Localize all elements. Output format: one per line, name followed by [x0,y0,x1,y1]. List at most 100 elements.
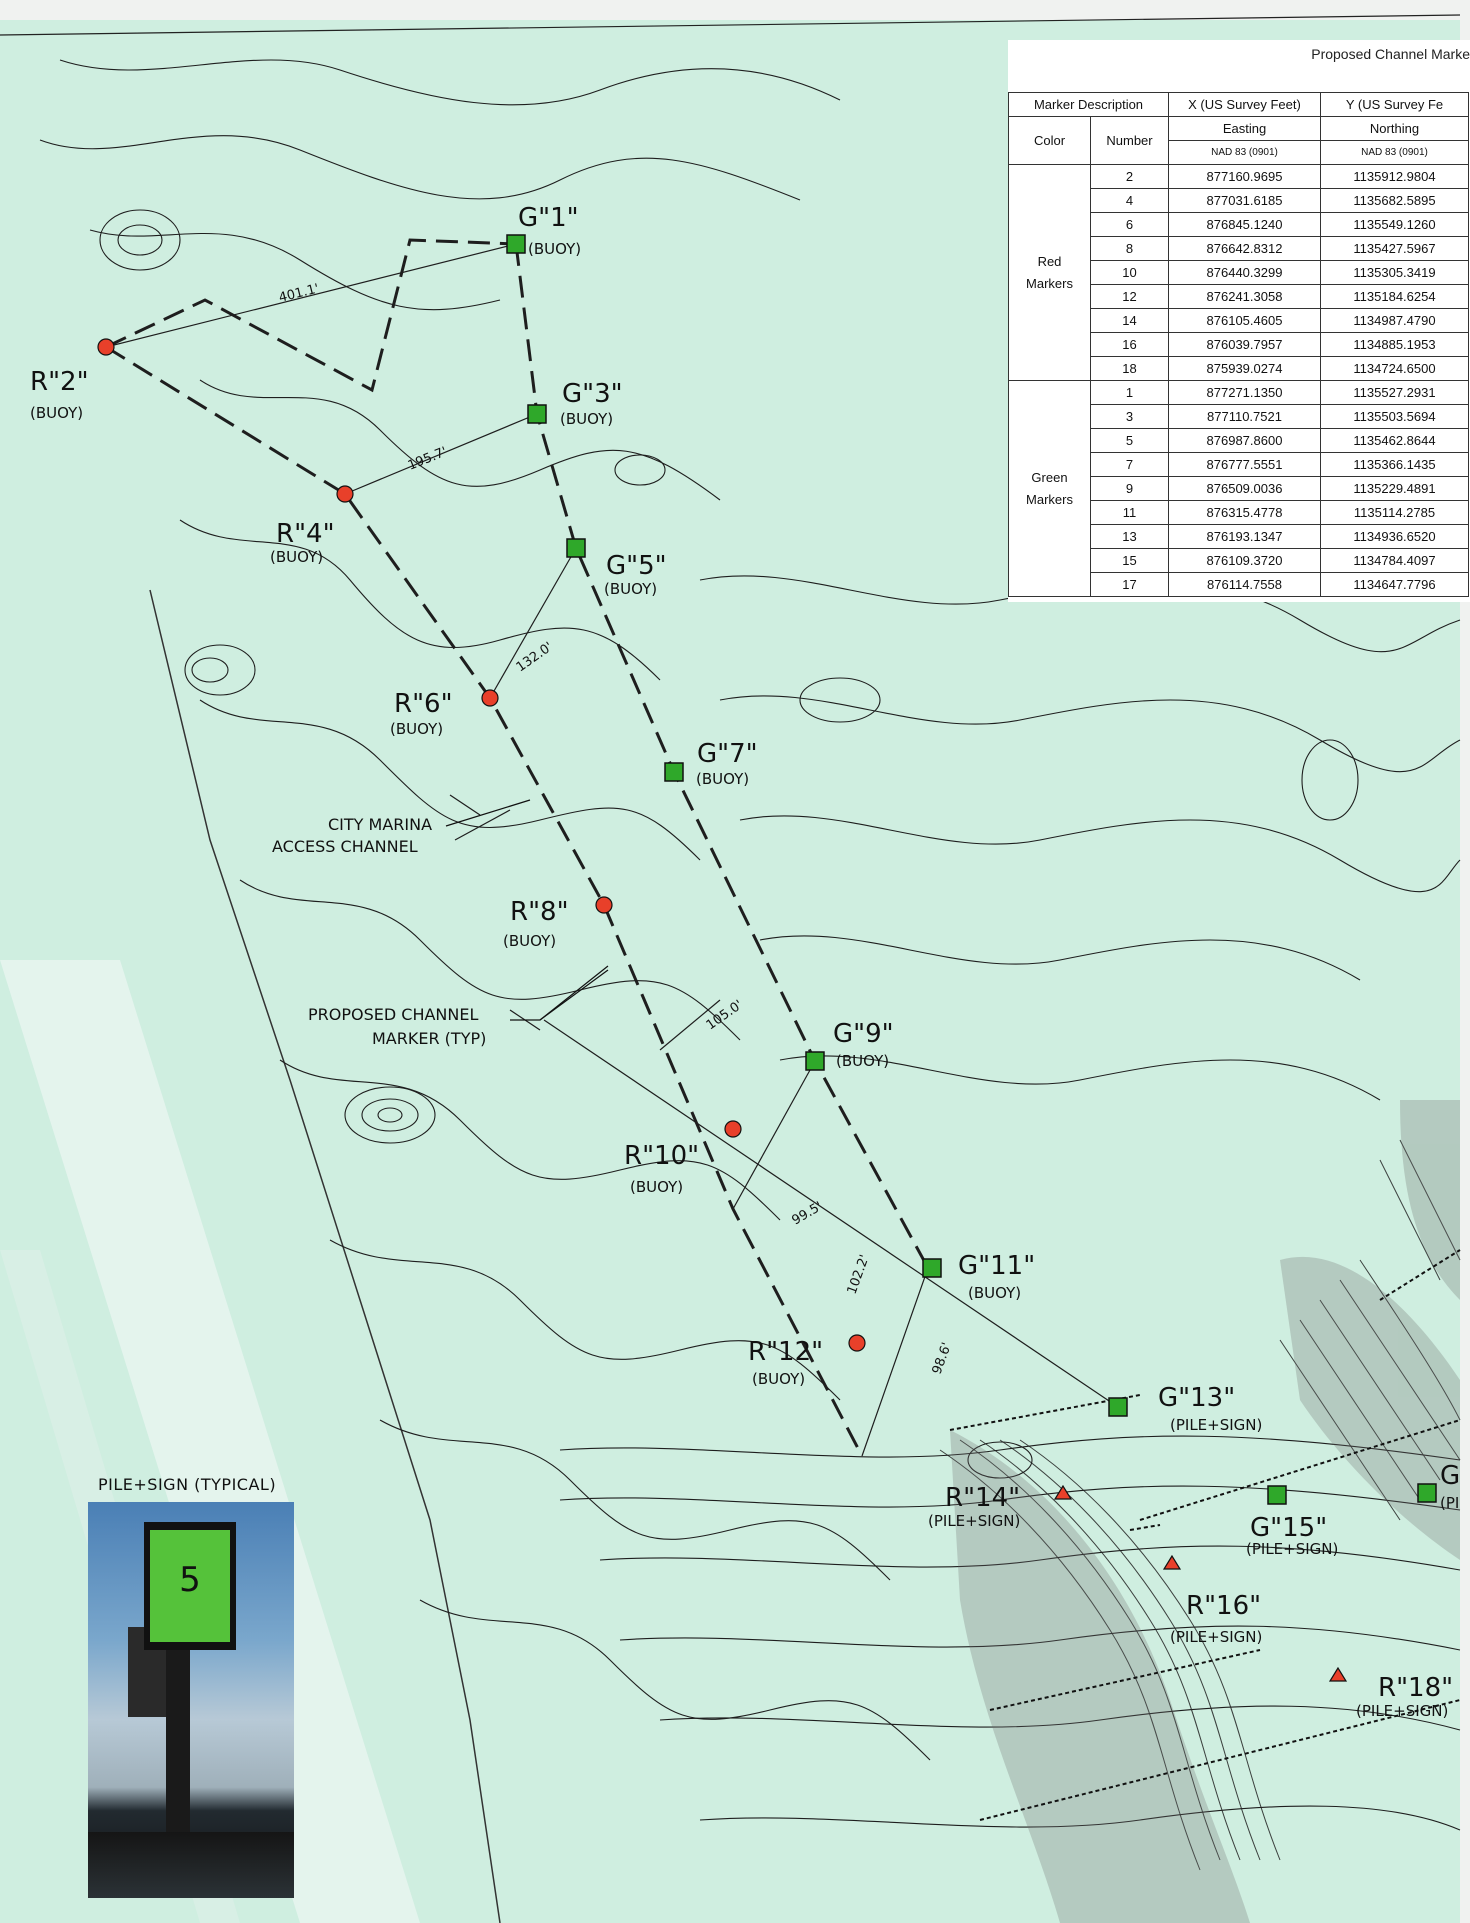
marker-type-r12: (BUOY) [752,1370,805,1388]
city-marina-label: CITY MARINA [328,815,432,834]
marker-type-r2: (BUOY) [30,404,83,422]
red-marker-6 [481,689,499,707]
shoal-shading [950,1100,1460,1923]
marker-label-r4: R"4" [276,519,335,549]
marker-label-g5: G"5" [606,551,667,581]
cell-easting: 876777.5551 [1168,452,1321,477]
cell-easting: 876440.3299 [1168,260,1321,285]
red-marker-12 [848,1334,866,1352]
marker-label-g17: G [1440,1461,1460,1491]
marker-label-g11: G"11" [958,1251,1035,1281]
marker-type-r8: (BUOY) [503,932,556,950]
marker-label-r8: R"8" [510,897,569,927]
cell-northing: 1134936.6520 [1320,524,1469,549]
marker-type-r18: (PILE+SIGN) [1356,1702,1448,1720]
cell-northing: 1134647.7796 [1320,572,1469,597]
green-marker-15 [1267,1485,1287,1505]
green-marker-5 [566,538,586,558]
red-markers [97,338,1348,1682]
header-number: Number [1090,116,1169,165]
cell-number: 1 [1090,380,1169,405]
marker-type-g3: (BUOY) [560,410,613,428]
cell-northing: 1135114.2785 [1320,500,1469,525]
water-surface [88,1832,294,1898]
cell-number: 16 [1090,332,1169,357]
sign-number: 5 [179,1560,201,1600]
pile-sign-rows [949,1249,1461,1821]
cell-easting: 876845.1240 [1168,212,1321,237]
city-marina-label-2: ACCESS CHANNEL [272,837,418,856]
cell-easting: 876987.8600 [1168,428,1321,453]
cell-easting: 877271.1350 [1168,380,1321,405]
cell-northing: 1134885.1953 [1320,332,1469,357]
cell-number: 18 [1090,356,1169,381]
cell-number: 7 [1090,452,1169,477]
cell-number: 10 [1090,260,1169,285]
survey-boundary [149,589,501,1923]
red-marker-2 [97,338,115,356]
cell-northing: 1134987.4790 [1320,308,1469,333]
table-title: Proposed Channel Marke [1311,46,1470,62]
cell-easting: 876109.3720 [1168,548,1321,573]
cell-number: 15 [1090,548,1169,573]
cell-easting: 875939.0274 [1168,356,1321,381]
cell-number: 13 [1090,524,1169,549]
proposed-marker-label-2: MARKER (TYP) [372,1029,486,1048]
green-marker-11 [922,1258,942,1278]
marker-type-r4: (BUOY) [270,548,323,566]
marker-label-r10: R"10" [624,1141,699,1171]
cell-easting: 876039.7957 [1168,332,1321,357]
header-easting: Easting [1168,116,1321,141]
table-header-row: Marker Description X (US Survey Feet) Y … [1008,92,1469,117]
marker-label-r14: R"14" [945,1483,1020,1513]
cell-northing: 1135682.5895 [1320,188,1469,213]
marker-label-r6: R"6" [394,689,453,719]
green-marker-9 [805,1051,825,1071]
header-datum-x: NAD 83 (0901) [1168,140,1321,165]
marker-type-g9: (BUOY) [836,1052,889,1070]
marker-label-r16: R"16" [1186,1591,1261,1621]
marker-label-g1: G"1" [518,203,579,233]
cell-northing: 1135184.6254 [1320,284,1469,309]
marker-label-g9: G"9" [833,1019,894,1049]
cell-easting: 876193.1347 [1168,524,1321,549]
shoal-dense-contours [939,1139,1461,1871]
cell-northing: 1135912.9804 [1320,164,1469,189]
pile-post [166,1642,190,1842]
red-markers-group-label: Red [1037,253,1062,269]
marker-label-g7: G"7" [697,739,758,769]
dimension-lines [105,243,1119,1457]
marker-label-r12: R"12" [748,1337,823,1367]
cell-easting: 876105.4605 [1168,308,1321,333]
marker-type-g11: (BUOY) [968,1284,1021,1302]
header-color: Color [1008,116,1091,165]
green-marker-1 [506,234,526,254]
red-marker-18 [1328,1666,1348,1682]
cell-number: 8 [1090,236,1169,261]
header-x: X (US Survey Feet) [1168,92,1321,117]
cell-number: 12 [1090,284,1169,309]
cell-northing: 1134784.4097 [1320,548,1469,573]
contour-lines [39,59,1461,1831]
marker-label-g13: G"13" [1158,1383,1235,1413]
header-northing: Northing [1320,116,1469,141]
cell-easting: 877160.9695 [1168,164,1321,189]
cell-easting: 876509.0036 [1168,476,1321,501]
marker-label-r2: R"2" [30,367,89,397]
channel-lines [105,238,930,1457]
marker-type-g17: (PI [1440,1494,1459,1512]
